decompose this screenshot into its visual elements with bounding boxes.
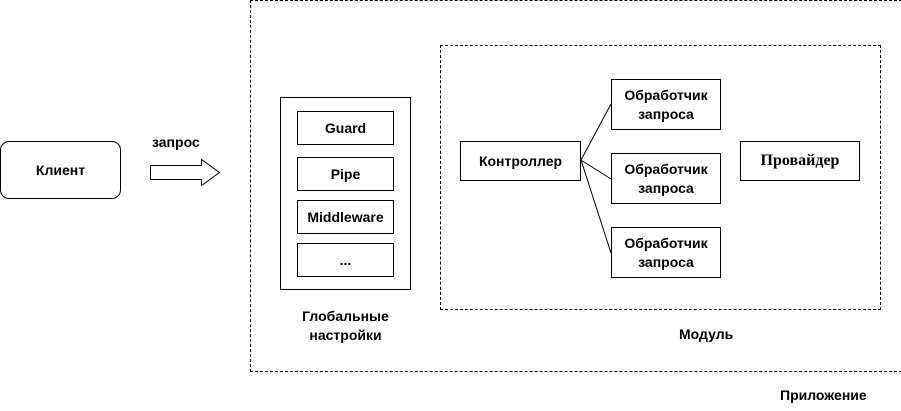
request-handler-2-line2: запроса — [638, 179, 694, 196]
provider-box: Провайдер — [740, 141, 860, 181]
application-label: Приложение — [780, 387, 867, 403]
middleware-box: Middleware — [297, 200, 394, 234]
connector-controller-handler-2 — [580, 159, 612, 180]
request-handler-1-line1: Обработчик — [624, 86, 708, 103]
module-label: Модуль — [679, 326, 734, 342]
request-handler-box-3: Обработчик запроса — [611, 227, 721, 278]
guard-label: Guard — [324, 120, 367, 136]
ellipsis-box: ... — [297, 243, 394, 277]
module-container — [440, 45, 881, 310]
controller-box: Контроллер — [460, 141, 581, 181]
request-handler-box-2: Обработчик запроса — [611, 153, 721, 204]
guard-box: Guard — [297, 111, 394, 145]
global-settings-box — [280, 97, 411, 290]
request-handler-1-line2: запроса — [638, 105, 694, 122]
pipe-box: Pipe — [297, 157, 394, 191]
global-settings-label-line1: Глобальные — [302, 308, 389, 324]
pipe-label: Pipe — [330, 166, 361, 182]
request-handler-3-line1: Обработчик — [624, 234, 708, 251]
connector-controller-handler-3 — [580, 159, 612, 254]
request-handler-3-line2: запроса — [638, 253, 694, 270]
controller-label: Контроллер — [478, 153, 563, 169]
request-handler-box-1: Обработчик запроса — [611, 79, 721, 130]
middleware-label: Middleware — [307, 209, 384, 225]
ellipsis-label: ... — [339, 252, 352, 268]
request-label: запрос — [152, 134, 200, 150]
client-node: Клиент — [0, 141, 121, 199]
global-settings-label: Глобальные настройки — [280, 307, 411, 345]
provider-label: Провайдер — [760, 152, 840, 169]
connector-controller-handler-1 — [580, 103, 612, 161]
client-label: Клиент — [35, 162, 86, 178]
request-arrow — [150, 158, 221, 187]
global-settings-label-line2: настройки — [309, 327, 382, 343]
application-container — [250, 0, 901, 372]
request-handler-2-line1: Обработчик — [624, 160, 708, 177]
